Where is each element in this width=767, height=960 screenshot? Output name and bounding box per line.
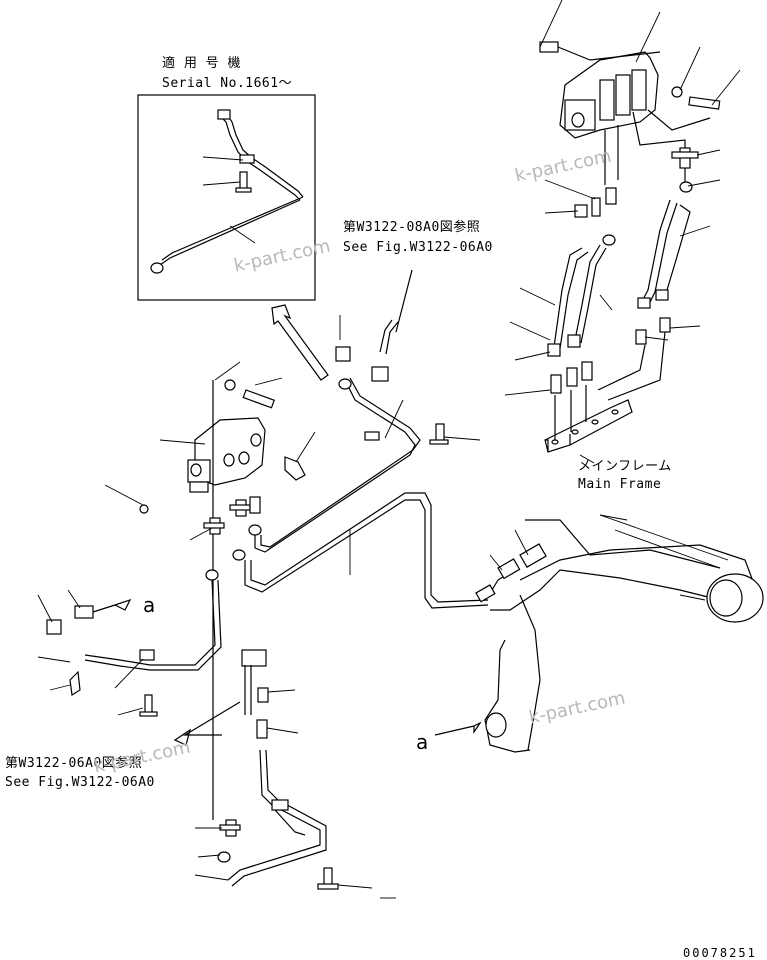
boom-leader	[614, 529, 721, 569]
valve-assembly-top-right	[539, 0, 741, 190]
inset-tube	[150, 109, 304, 274]
valve-assembly-center	[104, 361, 316, 820]
marker-a-right: a	[416, 730, 429, 754]
inset-frame	[137, 94, 316, 301]
tubes-main-frame	[504, 199, 711, 396]
fittings-center	[189, 496, 262, 581]
boom-body	[434, 514, 764, 753]
ref-top-en: See Fig.W3122-06A0	[343, 240, 493, 255]
fittings-left	[37, 589, 132, 697]
marker-a-left: a	[143, 593, 156, 617]
ref-bottom-jp: 第W3122-06A0図参照	[5, 756, 143, 771]
inset-title-jp: 適 用 号 機	[162, 56, 241, 71]
main-frame-leader	[579, 454, 595, 464]
ref-top-jp: 第W3122-08A0図参照	[343, 220, 481, 235]
fittings-top-right	[544, 147, 721, 246]
main-frame-block	[544, 331, 666, 453]
inset-title-en: Serial No.1661～	[162, 76, 293, 91]
drawing-number: 00078251	[683, 946, 757, 960]
tubes-bottom	[173, 649, 396, 899]
tubes-center	[84, 269, 489, 717]
inset-arrow	[271, 304, 329, 381]
main-frame-label-en: Main Frame	[578, 477, 662, 492]
ref-bottom-en: See Fig.W3122-06A0	[5, 775, 155, 790]
main-frame-label-jp: メインフレーム	[578, 459, 672, 474]
